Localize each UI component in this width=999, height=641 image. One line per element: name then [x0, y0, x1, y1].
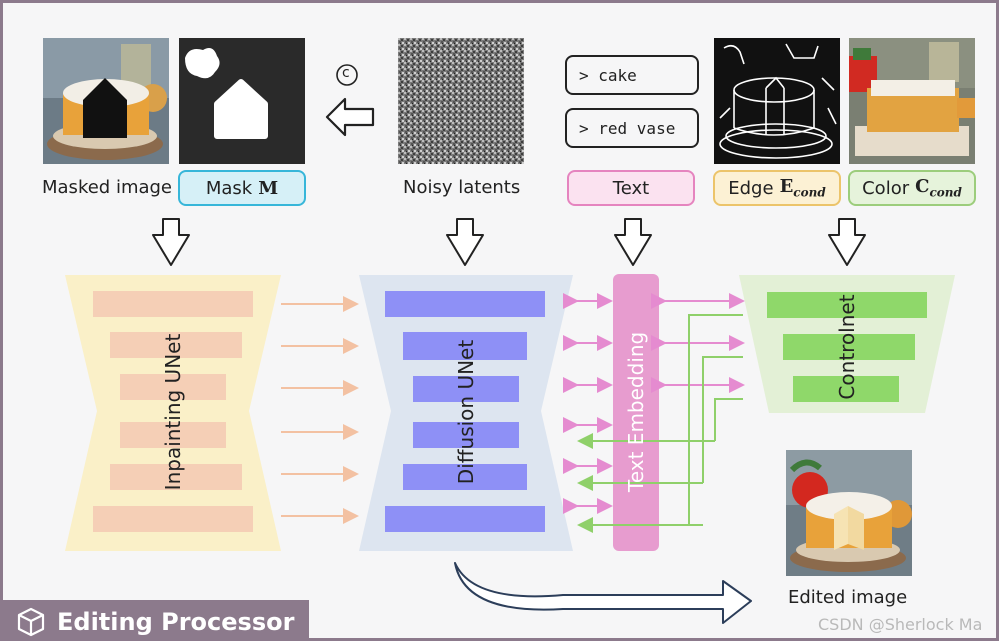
- text-tag: Text: [567, 170, 695, 206]
- mask-symbol: M: [258, 177, 279, 199]
- diffusion-unet-blocks: [385, 291, 545, 532]
- color-symbol: Ccond: [915, 176, 962, 200]
- edge-symbol: Econd: [780, 176, 826, 200]
- edge-symbol-subscript: cond: [793, 185, 826, 200]
- text-embedding-bar: [613, 274, 659, 551]
- watermark: CSDN @Sherlock Ma: [818, 615, 983, 634]
- prompt-box-red-vase: > red vase: [565, 108, 699, 148]
- diffusion-unet-label: Diffusion UNet: [454, 339, 478, 485]
- inpainting-unet-label: Inpainting UNet: [161, 333, 185, 491]
- controlnet-feedback-arrows: [577, 433, 715, 533]
- down-arrow-inpaint: [152, 218, 190, 266]
- color-symbol-subscript: cond: [929, 185, 962, 200]
- text-embedding-label: Text Embedding: [624, 331, 648, 492]
- prompt-box-cake: > cake: [565, 55, 699, 95]
- edited-image-thumbnail: [786, 450, 912, 576]
- inpaint-to-diffusion-arrows: [281, 296, 359, 524]
- inpainting-unet-blocks: [93, 291, 253, 532]
- mask-tag-name: Mask: [205, 177, 253, 199]
- controlnet-blocks: [767, 292, 927, 402]
- editing-processor-banner: Editing Processor: [3, 600, 309, 638]
- output-arrow-icon: [454, 562, 752, 624]
- masked-image-thumbnail: [43, 38, 169, 164]
- concat-arrow-icon: [325, 64, 375, 137]
- network-diagram: [65, 218, 955, 624]
- edited-image-label: Edited image: [788, 587, 908, 608]
- edge-thumbnail: [714, 38, 840, 164]
- color-thumbnail: [849, 38, 975, 164]
- edge-symbol-letter: E: [779, 176, 794, 198]
- color-tag-name: Color: [862, 177, 910, 199]
- controlnet-label: Controlnet: [835, 294, 859, 400]
- masked-image-label: Masked image: [42, 177, 173, 198]
- cube-icon: [17, 607, 45, 637]
- mask-thumbnail: [179, 38, 305, 164]
- edge-tag-name: Edge: [728, 177, 774, 199]
- color-symbol-letter: C: [915, 176, 930, 198]
- down-arrow-controlnet: [828, 218, 866, 266]
- concat-symbol: c: [342, 65, 350, 81]
- noisy-latents-thumbnail: [398, 38, 524, 164]
- down-arrow-diffusion: [446, 218, 484, 266]
- controlnet-feedback-lines: [688, 314, 743, 525]
- noisy-latents-label: Noisy latents: [403, 177, 521, 198]
- down-arrow-text: [614, 218, 652, 266]
- banner-title: Editing Processor: [57, 608, 295, 636]
